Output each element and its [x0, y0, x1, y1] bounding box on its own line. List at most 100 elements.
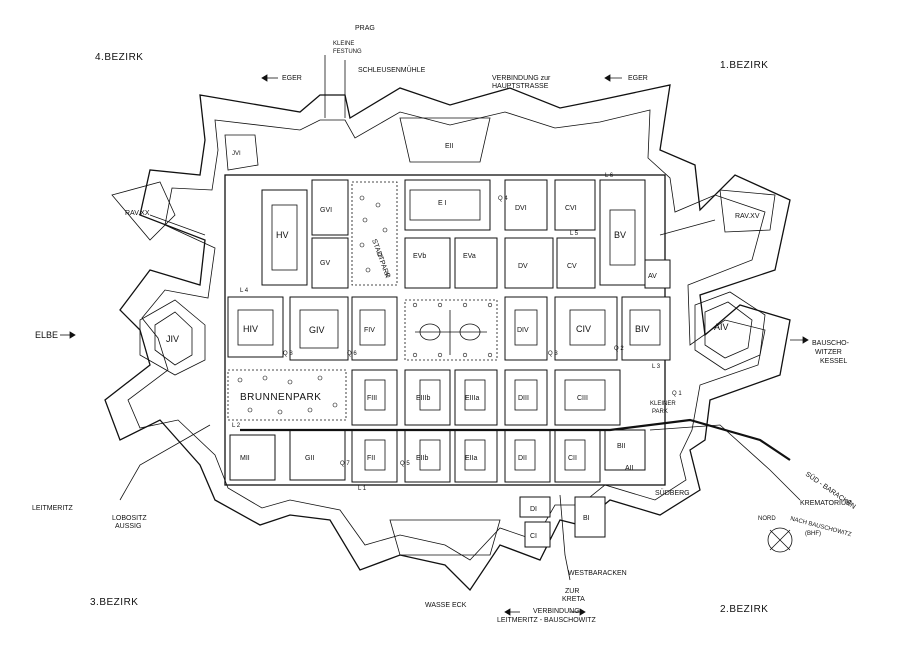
label-j-vi: JVI: [232, 151, 241, 157]
label-a-v: AV: [648, 273, 657, 280]
block-c-vi: [554, 179, 596, 231]
label-schleusenmuehle: SCHLEUSENMÜHLE: [358, 66, 426, 74]
block-d-ii: [504, 429, 551, 483]
stadtpark-area: [351, 181, 398, 286]
block-g-vi: [311, 179, 349, 236]
label-verbindung-lb-1: VERBINDUNG: [533, 608, 580, 615]
outer-fortification: [104, 84, 791, 592]
block-b-i: [574, 496, 606, 538]
bastion-j-iv: [139, 299, 206, 376]
label-c-i: CI: [530, 533, 537, 540]
label-eger-left: EGER: [282, 75, 302, 82]
road-south-east: [649, 424, 801, 501]
compass: [767, 527, 793, 553]
label-g-vi: GVI: [320, 207, 332, 214]
label-g-iv: GIV: [309, 325, 325, 335]
label-verbindung-lb-2: LEITMERITZ - BAUSCHOWITZ: [497, 617, 597, 624]
label-f-iv: FIV: [364, 327, 375, 334]
label-c-vi: CVI: [565, 205, 577, 212]
label-bhf: (BHF): [805, 531, 821, 537]
road-leitmeritz: [119, 424, 211, 501]
label-zur: ZUR: [565, 588, 579, 595]
label-j-iv: JIV: [166, 334, 179, 344]
ravelin-e-ii: [399, 117, 491, 163]
label-e-va: EVa: [463, 253, 476, 260]
block-d-i: [519, 496, 551, 518]
street-l4: L 4: [240, 288, 249, 294]
bastion-a-iv-inner: [704, 301, 753, 359]
label-bauschowitzer-1: BAUSCHO-: [812, 340, 850, 347]
street-q7: Q 7: [340, 461, 350, 467]
square-pattern: [415, 310, 487, 355]
label-d-vi: DVI: [515, 205, 527, 212]
blocks: [227, 179, 671, 548]
label-prag: PRAG: [355, 25, 375, 32]
label-c-v: CV: [567, 263, 577, 270]
street-labels: L 1 L 2 L 3 L 4 L 5 L 6 Q 1 Q 2 Q 3 Q 4 …: [232, 173, 682, 492]
ravelin-xv: [719, 189, 776, 233]
street-l3: L 3: [652, 364, 661, 370]
label-d-ii: DII: [518, 455, 527, 462]
label-aussig: AUSSIG: [115, 523, 141, 530]
label-e-iib: EIIb: [416, 455, 429, 462]
bastion-j-iv-inner: [154, 311, 193, 366]
label-verbindung-2: HAUPTSTRASSE: [492, 83, 549, 90]
street-l5: L 5: [570, 231, 579, 237]
block-d-vi: [504, 179, 548, 231]
block-e-va: [454, 237, 498, 289]
ravelin-xx: [111, 181, 176, 241]
label-e-i: E I: [438, 200, 447, 207]
label-elbe: ELBE: [35, 330, 58, 340]
label-suedberg: SÜDBERG: [655, 489, 690, 497]
label-a-iv: AIV: [714, 322, 729, 332]
block-f-iii: [351, 369, 398, 426]
label-h-iv: HIV: [243, 324, 258, 334]
street-q3: Q 3: [548, 351, 558, 357]
label-b-i: BI: [583, 515, 590, 522]
block-e-iia: [454, 429, 498, 483]
block-e-vb: [404, 237, 451, 289]
label-lobositz: LOBOSITZ: [112, 515, 147, 522]
block-e-i: [404, 179, 491, 231]
label-c-iii: CIII: [577, 395, 588, 402]
district-1-label: 1.BEZIRK: [720, 60, 768, 71]
label-c-ii: CII: [568, 455, 577, 462]
block-m-ii: [229, 434, 276, 481]
street-l1: L 1: [358, 486, 367, 492]
district-labels: 4.BEZIRK 1.BEZIRK 3.BEZIRK 2.BEZIRK: [90, 52, 768, 615]
block-c-v: [556, 237, 596, 289]
label-f-ii: FII: [367, 455, 375, 462]
label-nord: NORD: [758, 516, 776, 522]
district-3-label: 3.BEZIRK: [90, 597, 138, 608]
label-festung: FESTUNG: [333, 49, 362, 55]
block-c-i: [524, 521, 551, 548]
label-d-i: DI: [530, 506, 537, 513]
label-c-iv: CIV: [576, 324, 591, 334]
label-e-vb: EVb: [413, 253, 426, 260]
label-a-ii: AII: [625, 465, 634, 472]
label-bauschowitzer-3: KESSEL: [820, 358, 847, 365]
block-h-iv: [227, 296, 284, 358]
block-c-iii: [554, 369, 621, 426]
road-bauschowitz: [559, 494, 571, 581]
courtyards: [237, 189, 661, 471]
label-g-ii: GII: [305, 455, 314, 462]
label-e-iia: EIIa: [465, 455, 478, 462]
label-kleine: KLEINE: [333, 41, 354, 47]
trees: [237, 195, 493, 415]
label-verbindung-1: VERBINDUNG zur: [492, 75, 551, 82]
block-e-iiia: [454, 369, 498, 426]
block-b-ii: [604, 429, 646, 471]
label-m-ii: MII: [240, 455, 250, 462]
block-c-ii: [554, 429, 601, 483]
road-east: [659, 219, 716, 236]
label-kreta: KRETA: [562, 596, 585, 603]
block-g-ii: [289, 429, 346, 481]
label-e-iiia: EIIIa: [465, 395, 480, 402]
label-rav-xv: RAV.XV: [735, 213, 760, 220]
label-b-v: BV: [614, 230, 626, 240]
railway-line: [240, 418, 791, 461]
block-a-v: [644, 259, 671, 289]
label-e-iiib: EIIIb: [416, 395, 431, 402]
